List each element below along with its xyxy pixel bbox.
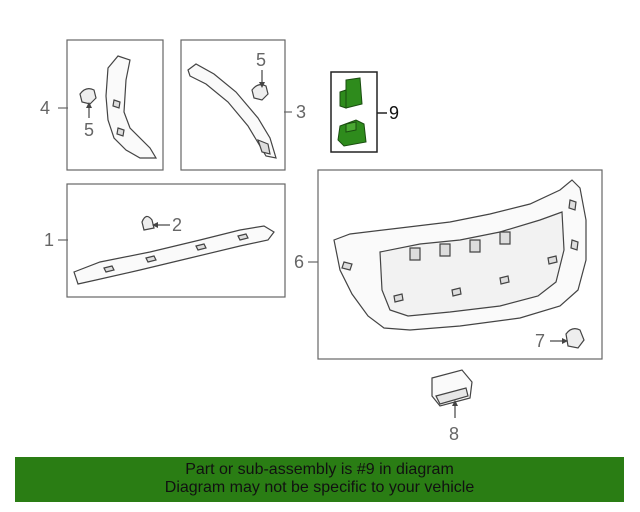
- back-door-trim: [333, 179, 587, 331]
- part-9-clip-upper: [339, 77, 363, 109]
- part-9-clip-lower: [337, 119, 367, 147]
- callout-2: 2: [172, 215, 182, 235]
- panel-box-6: [317, 169, 603, 360]
- panel-box-3: [180, 39, 286, 171]
- callout-7: 7: [535, 331, 545, 351]
- panel-box-4: [66, 39, 164, 171]
- callout-4: 4: [40, 98, 50, 118]
- banner-line-2: Diagram may not be specific to your vehi…: [164, 479, 475, 496]
- callout-5-left: 5: [84, 120, 94, 140]
- callout-6: 6: [294, 252, 304, 272]
- clip-2: [141, 215, 155, 231]
- clip-7: [565, 328, 585, 349]
- pillar-trim-left: [105, 55, 158, 159]
- callout-8: 8: [449, 424, 459, 444]
- pillar-trim-right: [187, 63, 277, 159]
- banner-line-1: Part or sub-assembly is #9 in diagram: [185, 461, 454, 478]
- callout-5-right: 5: [256, 50, 266, 70]
- callout-3: 3: [296, 102, 306, 122]
- info-banner: Part or sub-assembly is #9 in diagram Di…: [15, 457, 624, 502]
- sill-trim: [73, 225, 275, 285]
- callout-1: 1: [44, 230, 54, 250]
- clip-5-right: [251, 84, 269, 101]
- clip-5-left: [79, 88, 97, 105]
- lamp-8: [431, 369, 473, 407]
- callout-9: 9: [389, 103, 399, 123]
